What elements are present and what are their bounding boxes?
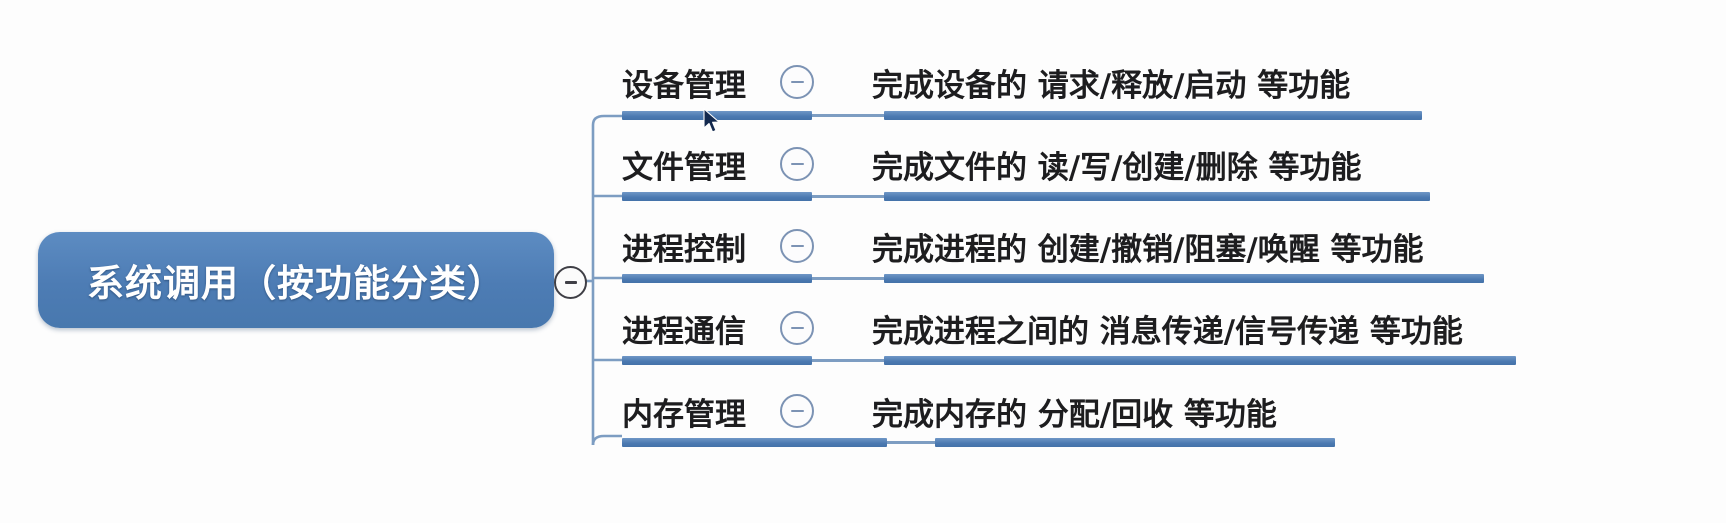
minus-bar	[790, 409, 804, 413]
branch-underline	[622, 111, 812, 120]
branch-underline-connector	[812, 114, 884, 117]
minus-circle-icon[interactable]	[780, 65, 814, 99]
minus-bar	[790, 326, 804, 330]
branch-underline-connector	[812, 359, 884, 362]
description-underline	[884, 274, 1484, 283]
minus-bar	[790, 244, 804, 248]
minus-bar	[790, 162, 804, 166]
root-node[interactable]: 系统调用（按功能分类）	[38, 232, 554, 328]
branch-label: 内存管理	[622, 396, 746, 433]
branch-row-process-control[interactable]: 进程控制 完成进程的 创建/撤销/阻塞/唤醒 等功能	[622, 218, 1424, 274]
branch-row-device[interactable]: 设备管理 完成设备的 请求/释放/启动 等功能	[622, 54, 1350, 110]
description-underline	[884, 356, 1516, 365]
branch-label: 进程通信	[622, 313, 746, 350]
branch-label: 进程控制	[622, 231, 746, 268]
branch-description: 完成设备的 请求/释放/启动 等功能	[872, 67, 1351, 104]
branch-description: 完成进程的 创建/撤销/阻塞/唤醒 等功能	[872, 231, 1424, 268]
branch-underline-connector	[812, 277, 884, 280]
description-underline	[884, 111, 1422, 120]
branch-row-process-comm[interactable]: 进程通信 完成进程之间的 消息传递/信号传递 等功能	[622, 300, 1463, 356]
description-underline	[884, 192, 1430, 201]
root-node-label: 系统调用（按功能分类）	[87, 262, 505, 305]
branch-underline	[622, 438, 887, 447]
minus-bar	[790, 80, 804, 84]
mouse-pointer-icon	[703, 108, 720, 133]
branch-underline	[622, 274, 812, 283]
minus-circle-icon[interactable]	[554, 266, 587, 299]
minus-circle-icon[interactable]	[780, 394, 814, 428]
branch-row-memory[interactable]: 内存管理 完成内存的 分配/回收 等功能	[622, 383, 1277, 439]
minus-circle-icon[interactable]	[780, 147, 814, 181]
branch-underline-connector	[887, 441, 935, 444]
branch-description: 完成进程之间的 消息传递/信号传递 等功能	[872, 313, 1463, 350]
branch-underline-connector	[812, 195, 884, 198]
branch-underline	[622, 356, 812, 365]
minus-circle-icon[interactable]	[780, 229, 814, 263]
minus-bar	[564, 281, 577, 284]
branch-label: 文件管理	[622, 149, 746, 186]
branch-row-file[interactable]: 文件管理 完成文件的 读/写/创建/删除 等功能	[622, 136, 1362, 192]
minus-circle-icon[interactable]	[780, 311, 814, 345]
branch-description: 完成文件的 读/写/创建/删除 等功能	[872, 149, 1362, 186]
branch-description: 完成内存的 分配/回收 等功能	[872, 396, 1277, 433]
branch-label: 设备管理	[622, 67, 746, 104]
description-underline	[935, 438, 1335, 447]
branch-underline	[622, 192, 812, 201]
